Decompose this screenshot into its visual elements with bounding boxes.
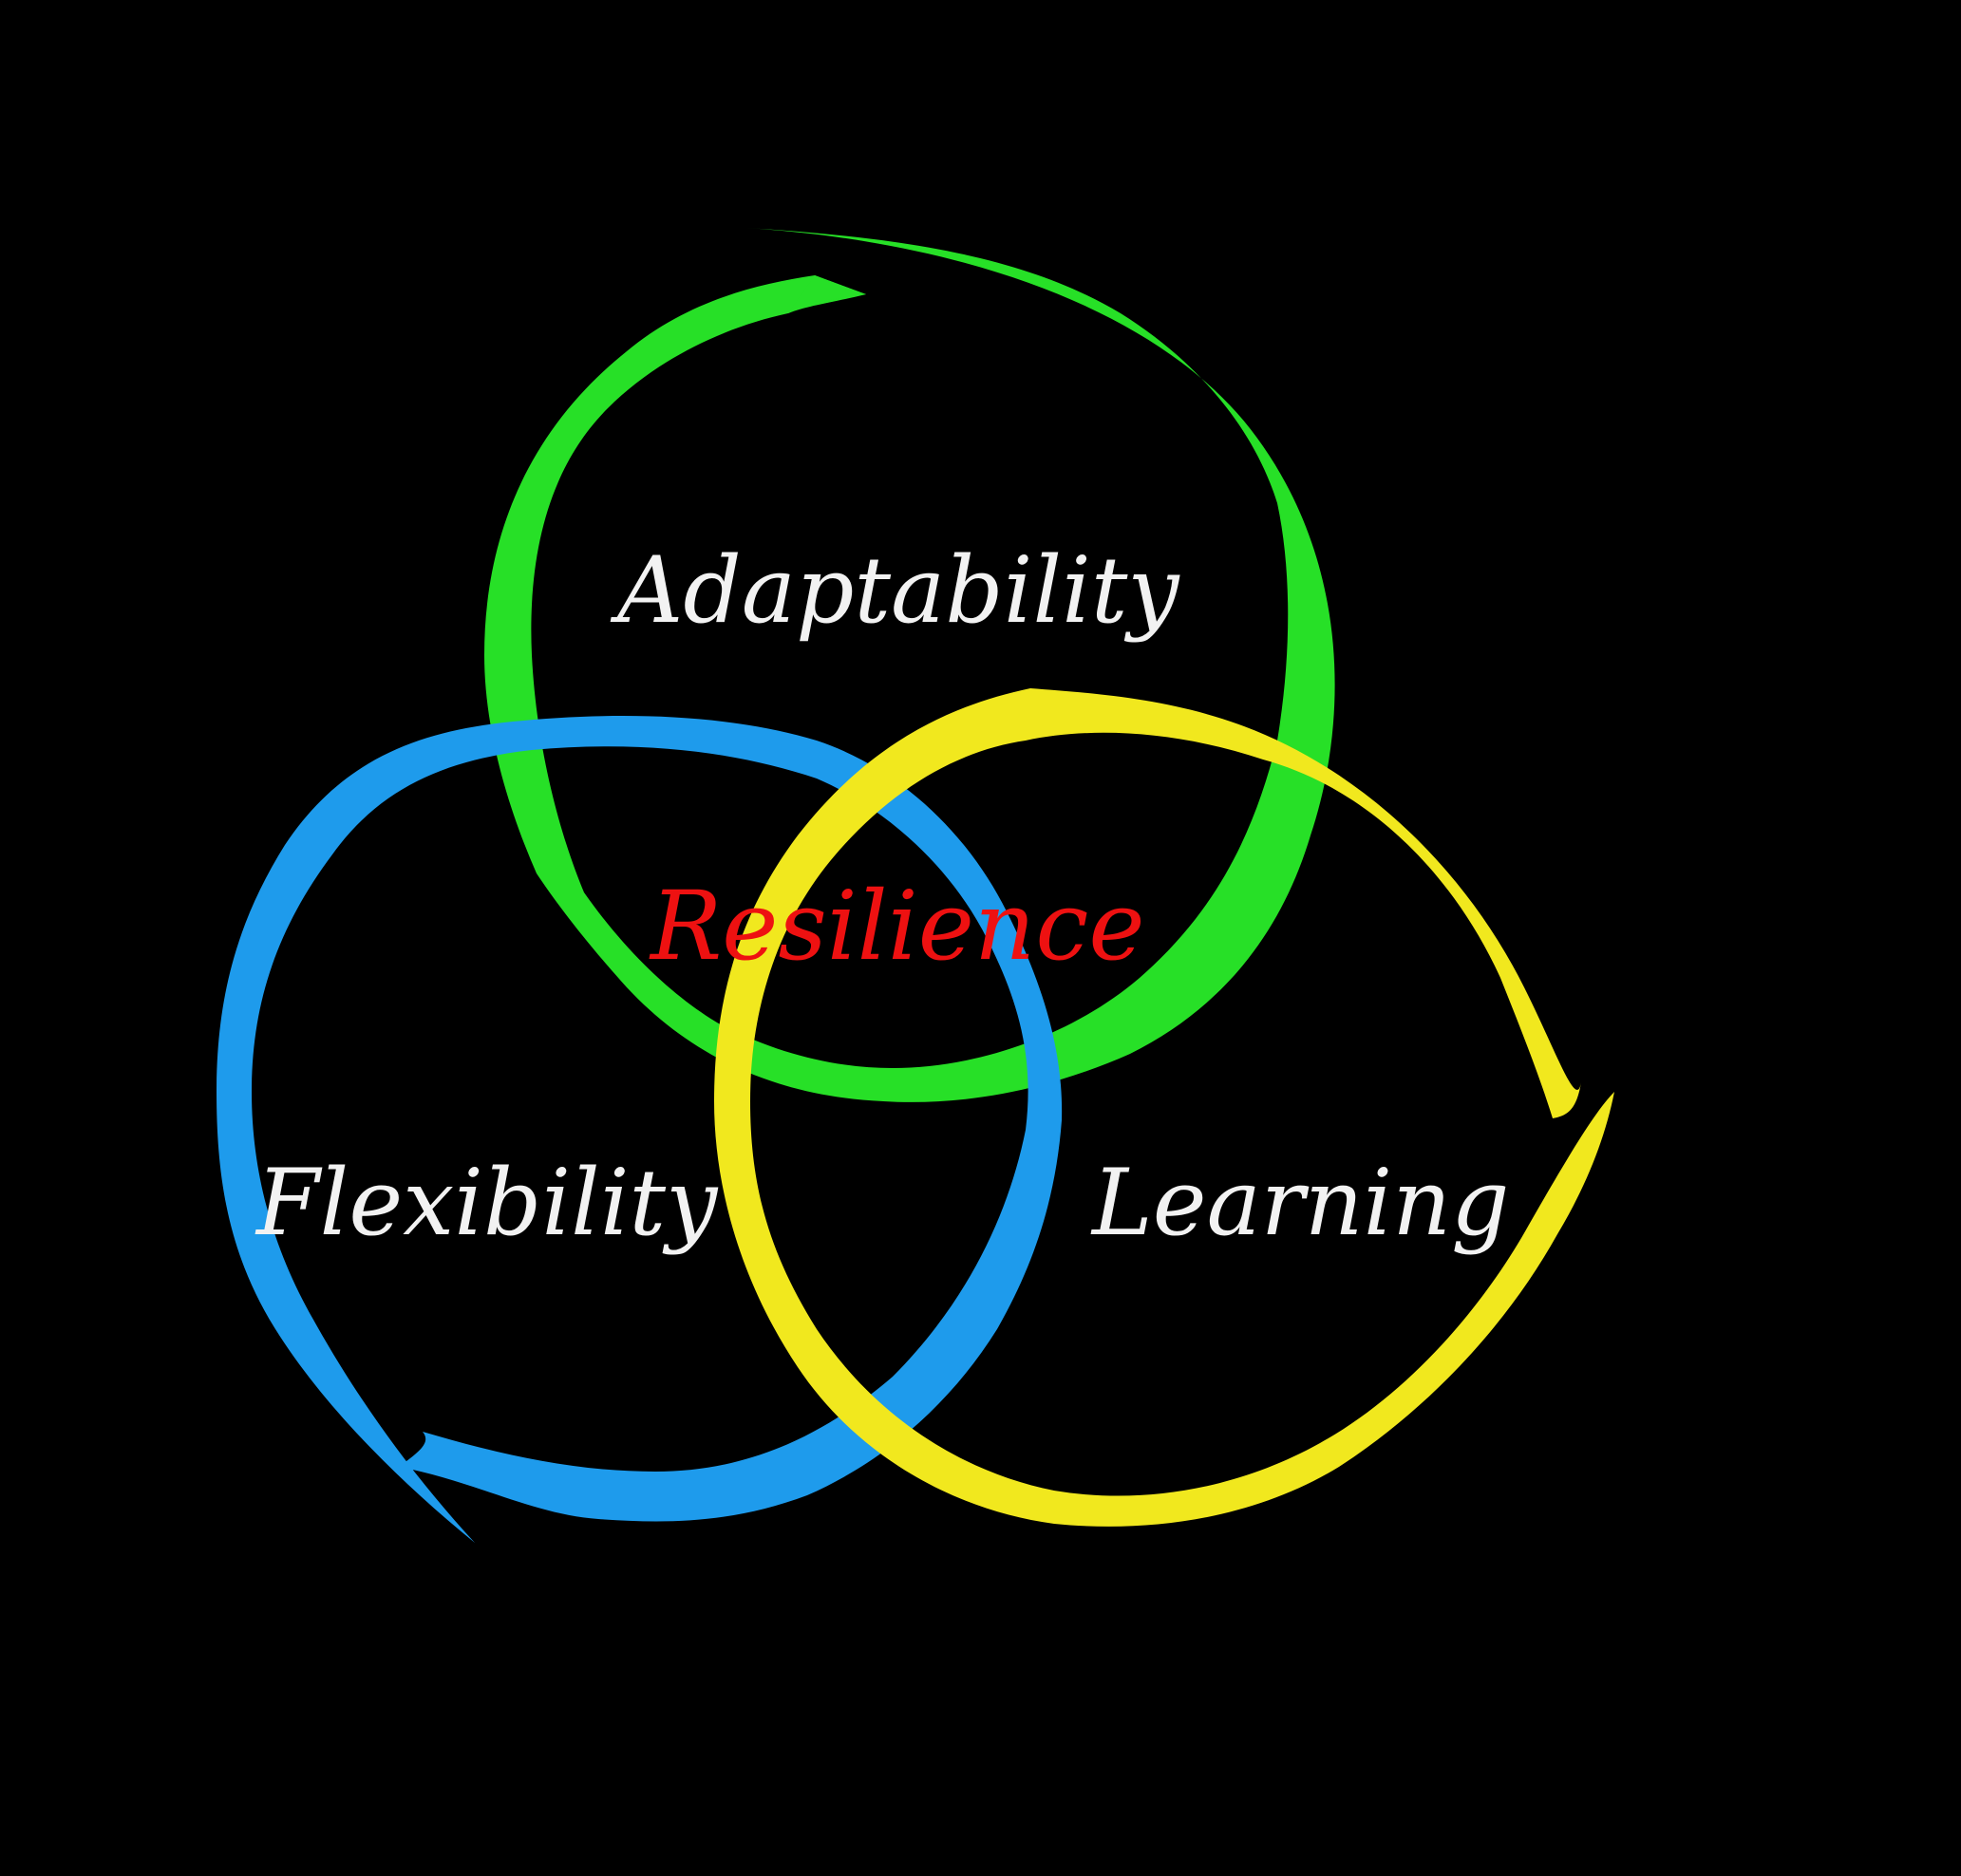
learning-ring-stroke — [714, 688, 1614, 1527]
resilience-label: Resilience — [649, 871, 1145, 982]
flexibility-ring — [217, 716, 1063, 1543]
adaptability-ring — [484, 228, 1335, 1102]
learning-label: Learning — [1090, 1150, 1510, 1256]
adaptability-label: Adaptability — [610, 537, 1180, 644]
learning-ring — [714, 688, 1614, 1527]
flexibility-label: Flexibility — [255, 1150, 719, 1256]
flexibility-ring-stroke — [217, 716, 1063, 1543]
adaptability-ring-tail — [788, 275, 866, 313]
